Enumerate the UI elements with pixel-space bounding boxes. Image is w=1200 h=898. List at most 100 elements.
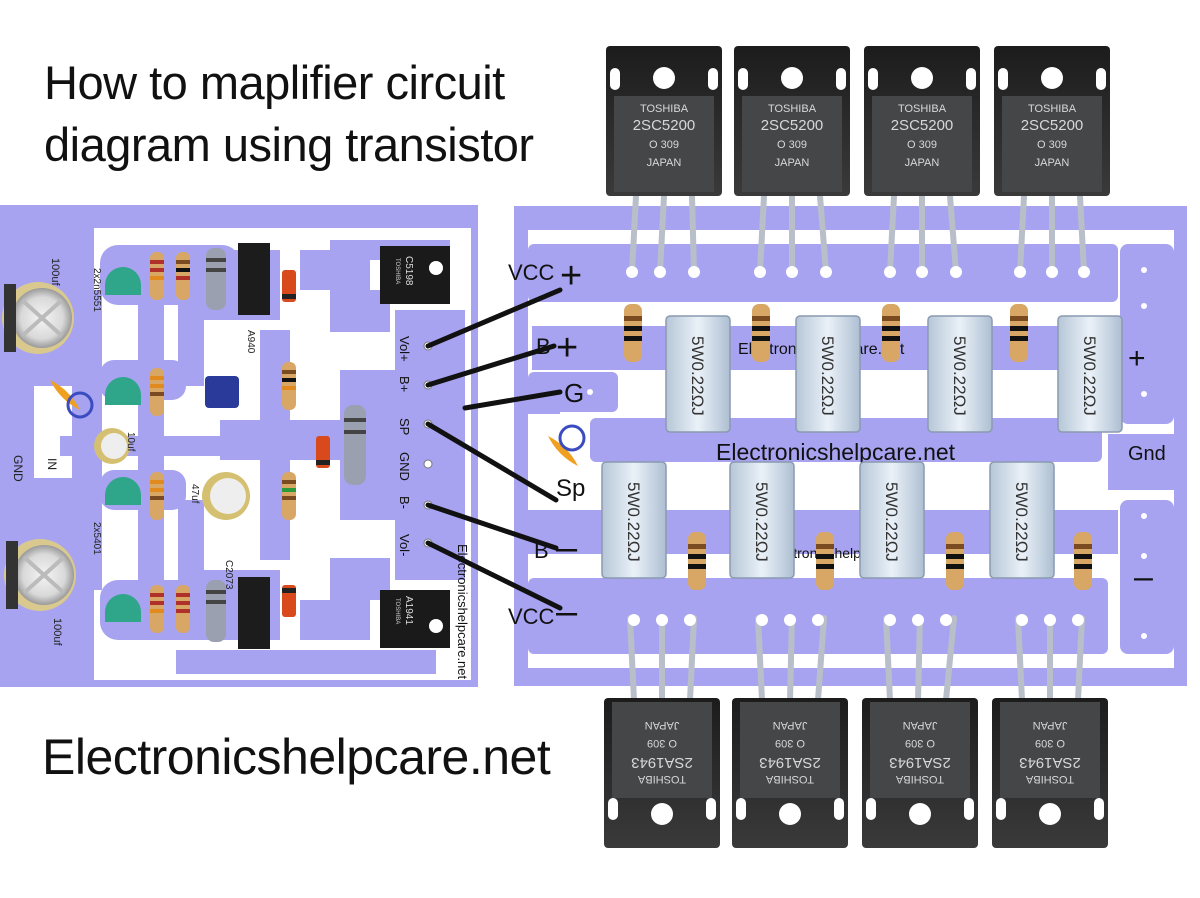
ic-a940 <box>238 243 270 315</box>
emitter-resistor: 5W0.22ΩJ <box>1057 315 1123 433</box>
driver-transistor-top: TOSHIBA C5198 <box>380 246 450 304</box>
pin-b-plus: B+ <box>397 376 412 392</box>
transistor-part: 2SA1943 <box>1019 754 1081 771</box>
transistor-country: JAPAN <box>903 719 938 731</box>
cap-10uf <box>94 428 130 464</box>
driver-pins: Vol+ B+ SP GND B- Vol- <box>397 336 412 556</box>
transistor-code: O 309 <box>1037 139 1067 151</box>
transistor-country: JAPAN <box>775 157 810 169</box>
bottom-transistor-leads <box>627 615 1085 703</box>
emitter-resistor: 5W0.22ΩJ <box>989 461 1055 579</box>
ic-c2073 <box>238 577 270 649</box>
svg-text:A1941: A1941 <box>403 596 414 625</box>
in-label: IN <box>45 458 59 470</box>
transistor-code: O 309 <box>905 737 935 749</box>
emitter-resistors: 5W0.22ΩJ 5W0.22ΩJ 5W0.22ΩJ 5W0.22ΩJ 5W0.22ΩJ… <box>601 315 1123 579</box>
cap-100uf-bottom <box>4 539 76 611</box>
emitter-resistor-label: 5W0.22ΩJ <box>1080 336 1099 416</box>
driver-watermark: Electronicshelpcare.net <box>455 544 470 680</box>
transistor-country: JAPAN <box>647 157 682 169</box>
transistor-country: JAPAN <box>905 157 940 169</box>
q-pair-bottom-label: 2x5401 <box>91 522 102 555</box>
emitter-resistor: 5W0.22ΩJ <box>927 315 993 433</box>
output-gnd-label: Gnd <box>1128 443 1166 465</box>
transistor-brand: TOSHIBA <box>768 103 817 115</box>
ic-top-label: A940 <box>245 330 256 354</box>
pin-gnd: GND <box>397 452 412 481</box>
connection-wires <box>425 287 563 611</box>
transistor-part: 2SC5200 <box>1021 117 1084 134</box>
cap-47uf-label: 47uf <box>189 484 200 504</box>
emitter-resistor-label: 5W0.22ΩJ <box>1012 482 1031 562</box>
transistor-country: JAPAN <box>1035 157 1070 169</box>
conn-sp-label: Sp <box>556 475 585 502</box>
transistor-code: O 309 <box>647 737 677 749</box>
output-minus-label: – <box>1134 558 1153 596</box>
bottom-power-transistors: TOSHIBA 2SA1943 O 309 JAPAN TOSHIBA 2SA1943 O … <box>604 698 1108 848</box>
pin-vol-minus: Vol- <box>397 534 412 556</box>
connection-labels: VCC + B + G Sp B – VCC – <box>508 255 585 633</box>
transistor-part: 2SA1943 <box>759 754 821 771</box>
output-board: + Gnd – Electronicshelpcare.net Electron… <box>514 46 1187 848</box>
transistor-brand: TOSHIBA <box>765 773 814 785</box>
power-transistor-2sa1943: TOSHIBA 2SA1943 O 309 JAPAN <box>732 698 848 848</box>
base-resistors-bottom <box>688 532 1092 590</box>
emitter-resistor-label: 5W0.22ΩJ <box>752 482 771 562</box>
transistor-brand: TOSHIBA <box>637 773 686 785</box>
cap-10uf-label: 10uf <box>125 432 136 452</box>
small-resistors <box>150 252 296 633</box>
transistor-part: 2SC5200 <box>891 117 954 134</box>
conn-b-plus-label: B <box>536 334 551 359</box>
conn-vcc-minus-sign: – <box>556 591 578 633</box>
emitter-resistor-label: 5W0.22ΩJ <box>950 336 969 416</box>
conn-b-plus-sign: + <box>556 327 578 369</box>
emitter-resistor: 5W0.22ΩJ <box>795 315 861 433</box>
output-plus-label: + <box>1128 342 1146 375</box>
pin-sp: SP <box>397 418 412 435</box>
svg-text:TOSHIBA: TOSHIBA <box>394 258 400 284</box>
transistor-country: JAPAN <box>645 719 680 731</box>
solder-pads <box>587 266 1147 639</box>
transistor-brand: TOSHIBA <box>898 103 947 115</box>
emitter-resistor: 5W0.22ΩJ <box>665 315 731 433</box>
transistor-code: O 309 <box>777 139 807 151</box>
cap-mh <box>205 376 239 408</box>
cap-47uf <box>202 472 250 520</box>
cap-100uf-top <box>2 282 74 354</box>
transistor-part: 2SA1943 <box>889 754 951 771</box>
conn-g-label: G <box>564 378 584 408</box>
page-title: How to maplifier circuit diagram using t… <box>44 52 534 176</box>
transistor-code: O 309 <box>775 737 805 749</box>
top-transistor-leads <box>629 193 1087 275</box>
transistor-brand: TOSHIBA <box>1028 103 1077 115</box>
pin-b-minus: B- <box>397 496 412 509</box>
driver-board: 100uf 100uf GND IN 2x2n555 <box>0 205 478 687</box>
svg-text:TOSHIBA: TOSHIBA <box>394 598 400 624</box>
cap-top-label: 100uf <box>49 258 61 286</box>
title-line-2: diagram using transistor <box>44 118 534 171</box>
footer-site: Electronicshelpcare.net <box>42 729 551 785</box>
emitter-resistor-label: 5W0.22ΩJ <box>624 482 643 562</box>
svg-text:C5198: C5198 <box>403 256 414 286</box>
transistor-country: JAPAN <box>773 719 808 731</box>
pin-vol-plus: Vol+ <box>397 336 412 362</box>
grey-resistors <box>206 248 366 642</box>
base-resistors-top <box>624 304 1028 362</box>
emitter-resistor: 5W0.22ΩJ <box>729 461 795 579</box>
ehc-logo <box>50 380 94 440</box>
conn-b-minus-sign: – <box>556 527 578 569</box>
driver-transistor-bottom: TOSHIBA A1941 <box>380 590 450 648</box>
emitter-resistor-label: 5W0.22ΩJ <box>818 336 837 416</box>
emitter-resistor-label: 5W0.22ΩJ <box>882 482 901 562</box>
transistor-part: 2SA1943 <box>631 754 693 771</box>
transistor-brand: TOSHIBA <box>640 103 689 115</box>
emitter-resistor: 5W0.22ΩJ <box>601 461 667 579</box>
